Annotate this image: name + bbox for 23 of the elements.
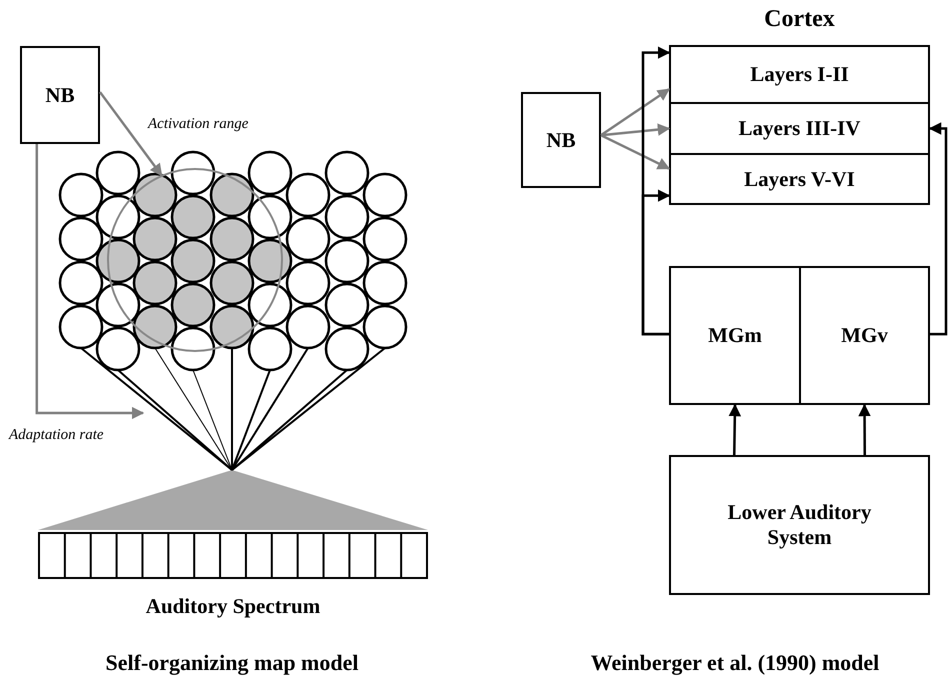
arrow	[858, 404, 871, 455]
edge-label: Activation range	[147, 116, 250, 133]
process-box: NB	[521, 92, 601, 188]
process-box: NB	[20, 46, 100, 144]
arrow	[36, 144, 144, 420]
layer-box: Layers I-II	[669, 45, 930, 104]
arrow	[600, 88, 670, 136]
arrow	[928, 122, 948, 336]
caption: Weinberger et al. (1990) model	[590, 650, 880, 676]
group-title: Cortex	[764, 6, 835, 33]
arrow	[728, 404, 742, 456]
layer-box: Layers III-IV	[669, 102, 930, 155]
process-box: Lower Auditory System	[669, 455, 930, 595]
process-box: MGm	[669, 266, 801, 405]
edge-label: Adaptation rate	[8, 427, 105, 444]
layer-box: Layers V-VI	[669, 153, 930, 205]
node-label: Auditory Spectrum	[146, 594, 320, 619]
process-box: MGv	[799, 266, 930, 405]
arrow	[99, 91, 163, 176]
arrow	[642, 189, 670, 336]
arrow	[600, 134, 670, 170]
arrow	[600, 123, 670, 136]
caption: Self-organizing map model	[106, 650, 358, 676]
